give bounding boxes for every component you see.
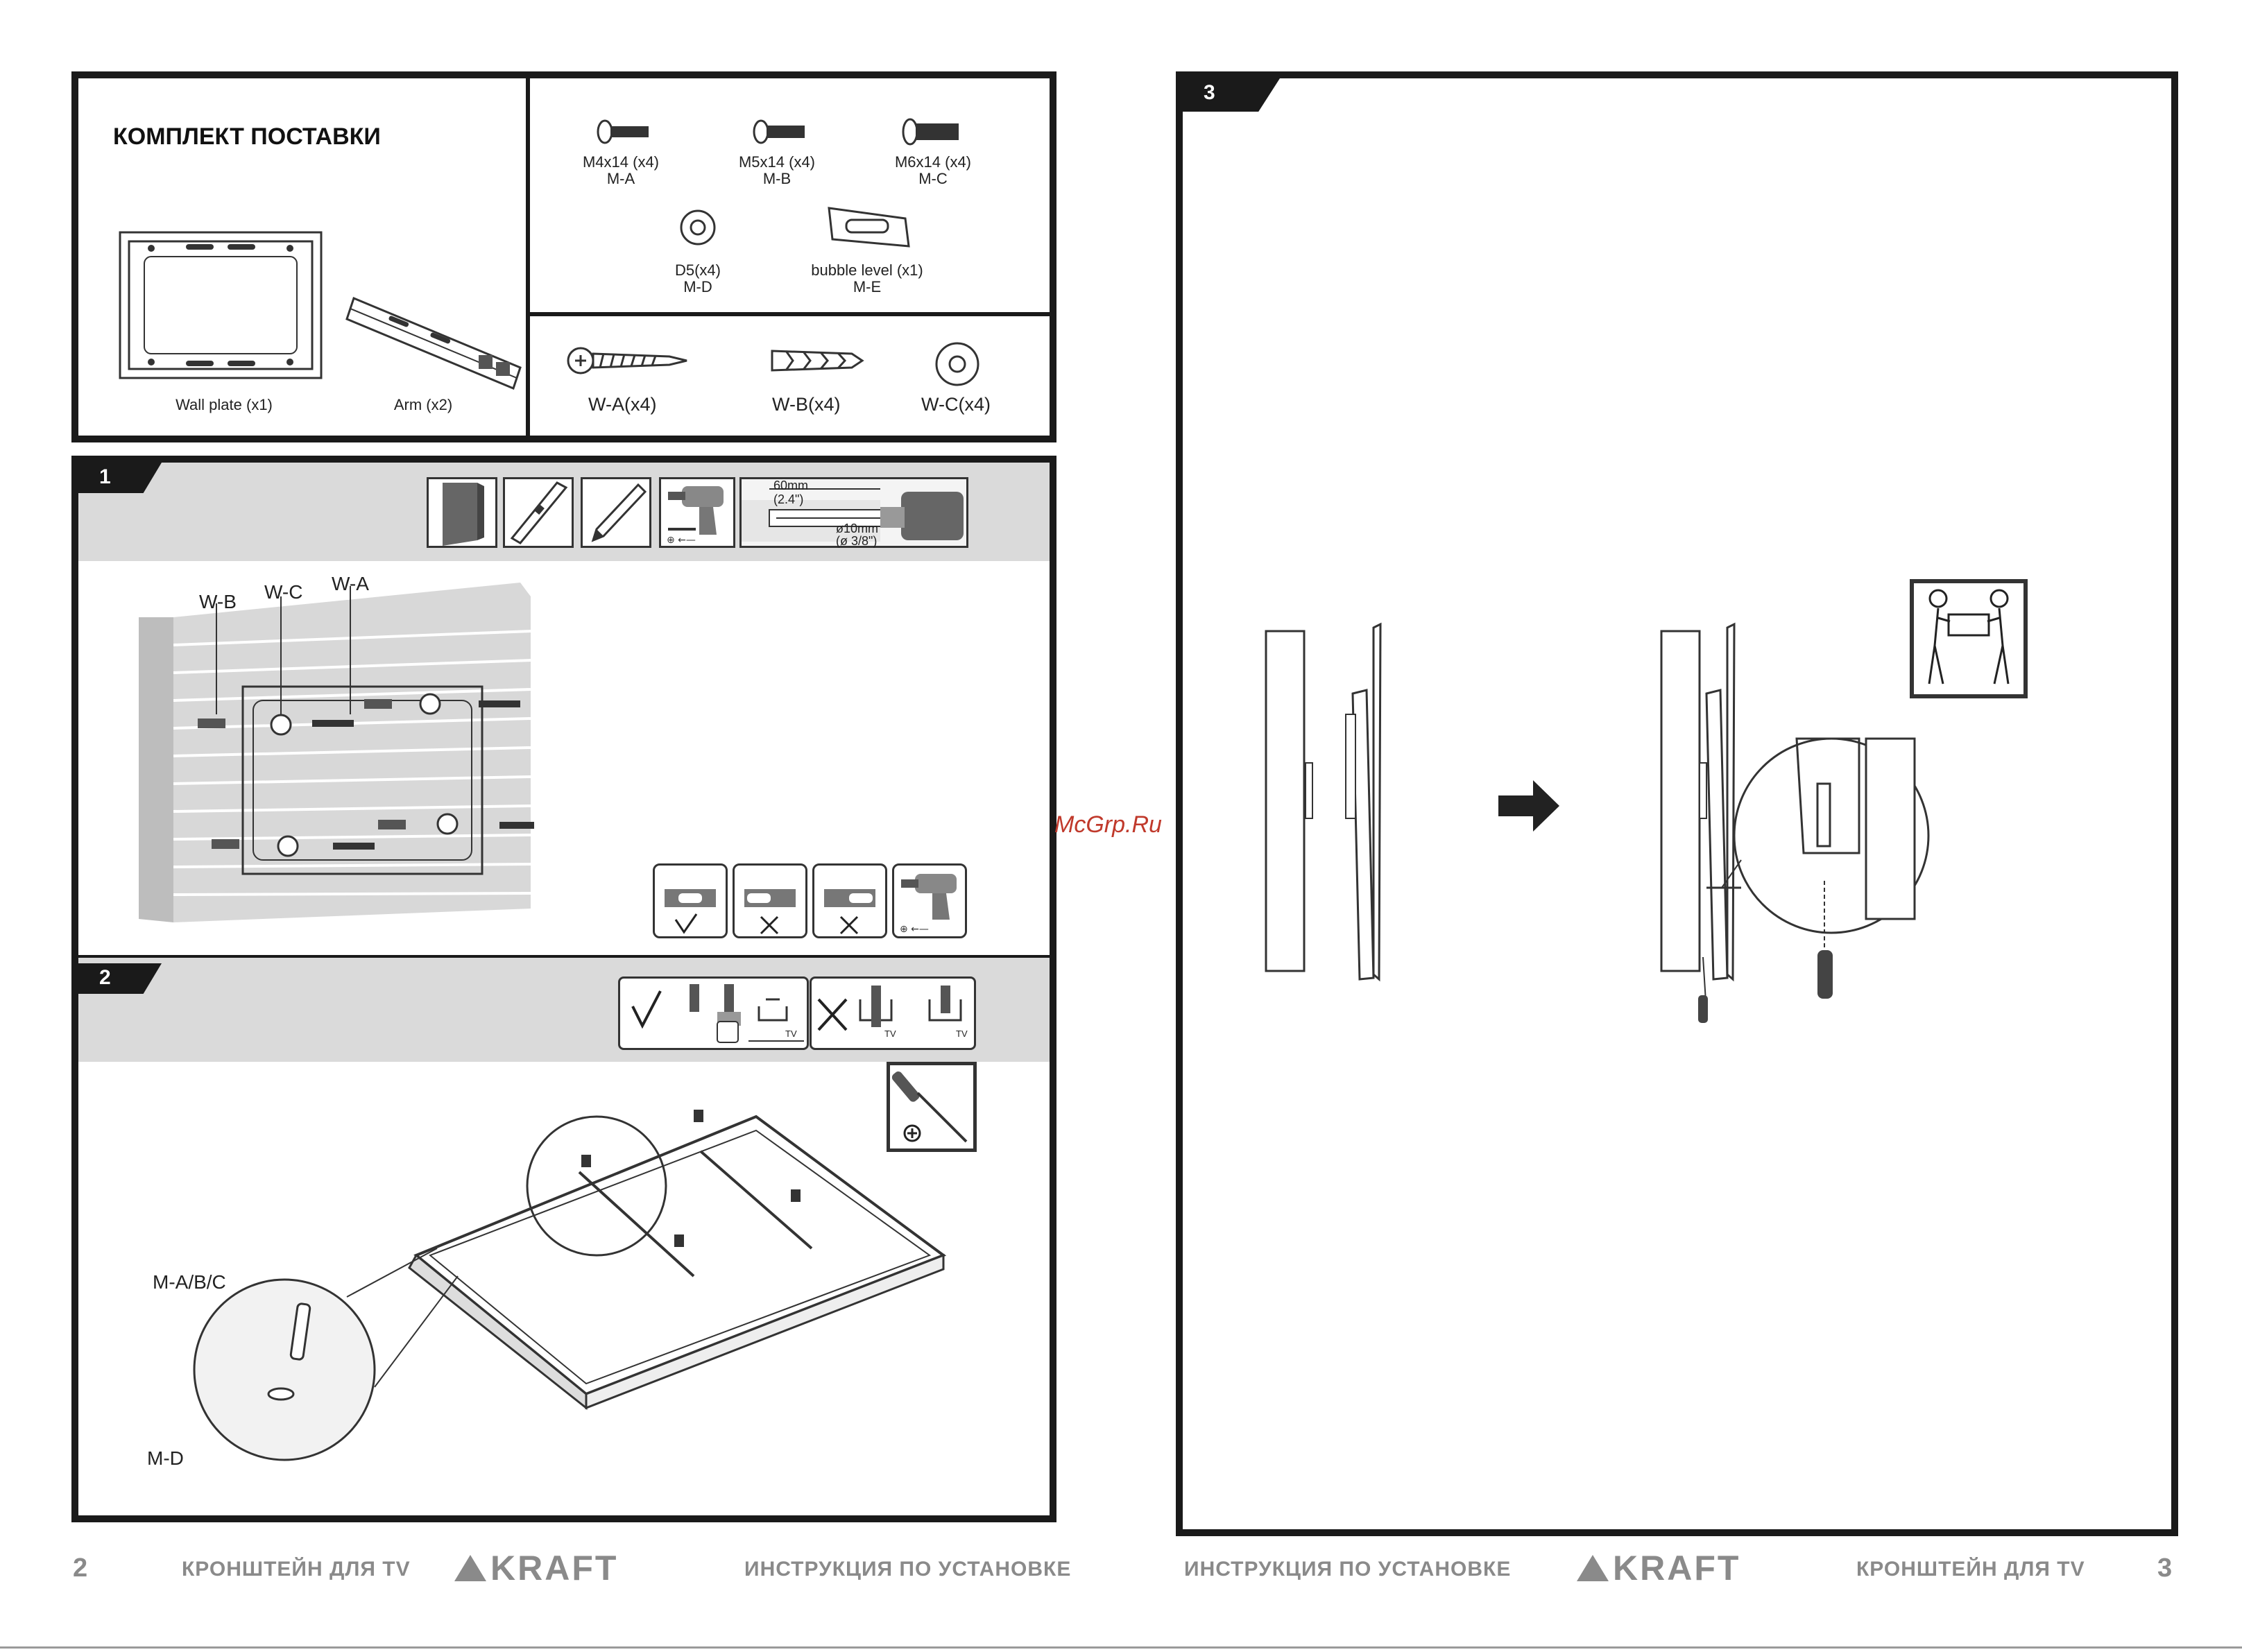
m-d-label-2: M-D	[683, 278, 712, 295]
m-e-label-2: M-E	[853, 278, 882, 295]
tv-tag-2: TV	[884, 1029, 896, 1039]
tv-tag-1: TV	[785, 1029, 797, 1039]
kraft-logo-triangle-icon-right	[1577, 1555, 1609, 1581]
level-wrong-icon-2	[812, 863, 887, 938]
page-number-right: 3	[2157, 1554, 2173, 1583]
m-c-label-1: M6x14 (x4)	[894, 153, 972, 171]
drill-diameter-mm: ø10mm	[836, 522, 879, 535]
tv-back-illustration	[193, 1110, 947, 1461]
bottom-rule	[0, 1646, 2242, 1649]
svg-text:⊕ ←—: ⊕ ←—	[900, 924, 929, 935]
wood-screw-w-a-icon	[567, 347, 687, 375]
screw-m-b-icon	[753, 119, 805, 144]
wall-plate-label: Wall plate (x1)	[176, 396, 273, 413]
svg-text:⊕ ←—: ⊕ ←—	[667, 535, 696, 546]
m-c-label-2: M-C	[918, 170, 948, 187]
brick-wall-illustration	[139, 583, 534, 922]
wrong-screw-combo-icon: TV TV	[810, 976, 976, 1050]
kraft-logo-left: KRAFT	[454, 1548, 618, 1588]
wall-tv-before-illustration	[1265, 622, 1382, 982]
callout-w-b: W-B	[199, 591, 237, 612]
level-tool-icon	[503, 477, 574, 548]
contents-title: КОМПЛЕКТ ПОСТАВКИ	[113, 123, 381, 150]
callout-m-abc: M-A/B/C	[153, 1271, 226, 1293]
pencil-icon	[581, 477, 651, 548]
callout-w-a: W-A	[332, 573, 369, 594]
screw-m-a-icon	[597, 119, 649, 144]
kraft-logo-right: KRAFT	[1577, 1548, 1740, 1588]
m-e-label-1: bubble level (x1)	[811, 261, 923, 279]
m-b-label-2: M-B	[762, 170, 791, 187]
w-c-label: W-C(x4)	[921, 394, 991, 415]
m-a-label-2: M-A	[606, 170, 635, 187]
m-b-label-1: M5x14 (x4)	[738, 153, 816, 171]
contents-divider-horizontal	[526, 312, 1052, 316]
w-a-label: W-A(x4)	[588, 394, 657, 415]
level-correct-icon	[653, 863, 728, 938]
contents-divider-vertical	[526, 75, 530, 439]
wall-material-icon	[427, 477, 497, 548]
tv-tag-3: TV	[956, 1029, 968, 1039]
drill-diameter-in: (ø 3/8")	[836, 534, 878, 548]
washer-m-d-icon	[680, 209, 716, 246]
w-b-label: W-B(x4)	[772, 394, 841, 415]
callout-w-c: W-C	[264, 581, 303, 603]
watermark: McGrp.Ru	[1054, 811, 1162, 838]
anchor-w-b-icon	[771, 350, 864, 372]
m-a-label-1: M4x14 (x4)	[582, 153, 660, 171]
arrow-right-icon	[1498, 780, 1559, 832]
footer-manual-left: ИНСТРУКЦИЯ ПО УСТАНОВКЕ	[744, 1558, 1072, 1581]
drill-icon: ⊕ ←—	[659, 477, 735, 548]
brand-name-right: KRAFT	[1613, 1549, 1741, 1588]
drill-depth-mm: 60mm	[773, 479, 809, 492]
wall-plate-icon	[119, 231, 323, 379]
drill-depth-icon	[739, 477, 968, 548]
level-wrong-icon-1	[733, 863, 807, 938]
wall-tv-after-illustration	[1660, 622, 1930, 1023]
drill-icon-2: ⊕ ←—	[892, 863, 967, 938]
washer-w-c-icon	[935, 342, 979, 386]
callout-m-d: M-D	[147, 1447, 184, 1469]
footer-product-left: КРОНШТЕЙН ДЛЯ TV	[182, 1558, 411, 1581]
screw-m-c-icon	[902, 118, 959, 146]
bubble-level-icon	[828, 207, 910, 248]
brand-name-left: KRAFT	[490, 1549, 619, 1588]
correct-screw-combo-icon: TV	[618, 976, 809, 1050]
m-d-label-1: D5(x4)	[674, 261, 721, 279]
arm-label: Arm (x2)	[393, 396, 453, 413]
footer-product-right: КРОНШТЕЙН ДЛЯ TV	[1856, 1558, 2085, 1581]
step-divider	[78, 955, 1050, 958]
two-person-lift-icon	[1910, 579, 2028, 698]
drill-depth-in: (2.4")	[773, 492, 804, 506]
kraft-logo-triangle-icon	[454, 1555, 486, 1581]
page-number-left: 2	[73, 1554, 88, 1583]
screwdriver-icon	[887, 1062, 977, 1152]
footer-manual-right: ИНСТРУКЦИЯ ПО УСТАНОВКЕ	[1184, 1558, 1512, 1581]
arm-icon	[345, 296, 522, 390]
